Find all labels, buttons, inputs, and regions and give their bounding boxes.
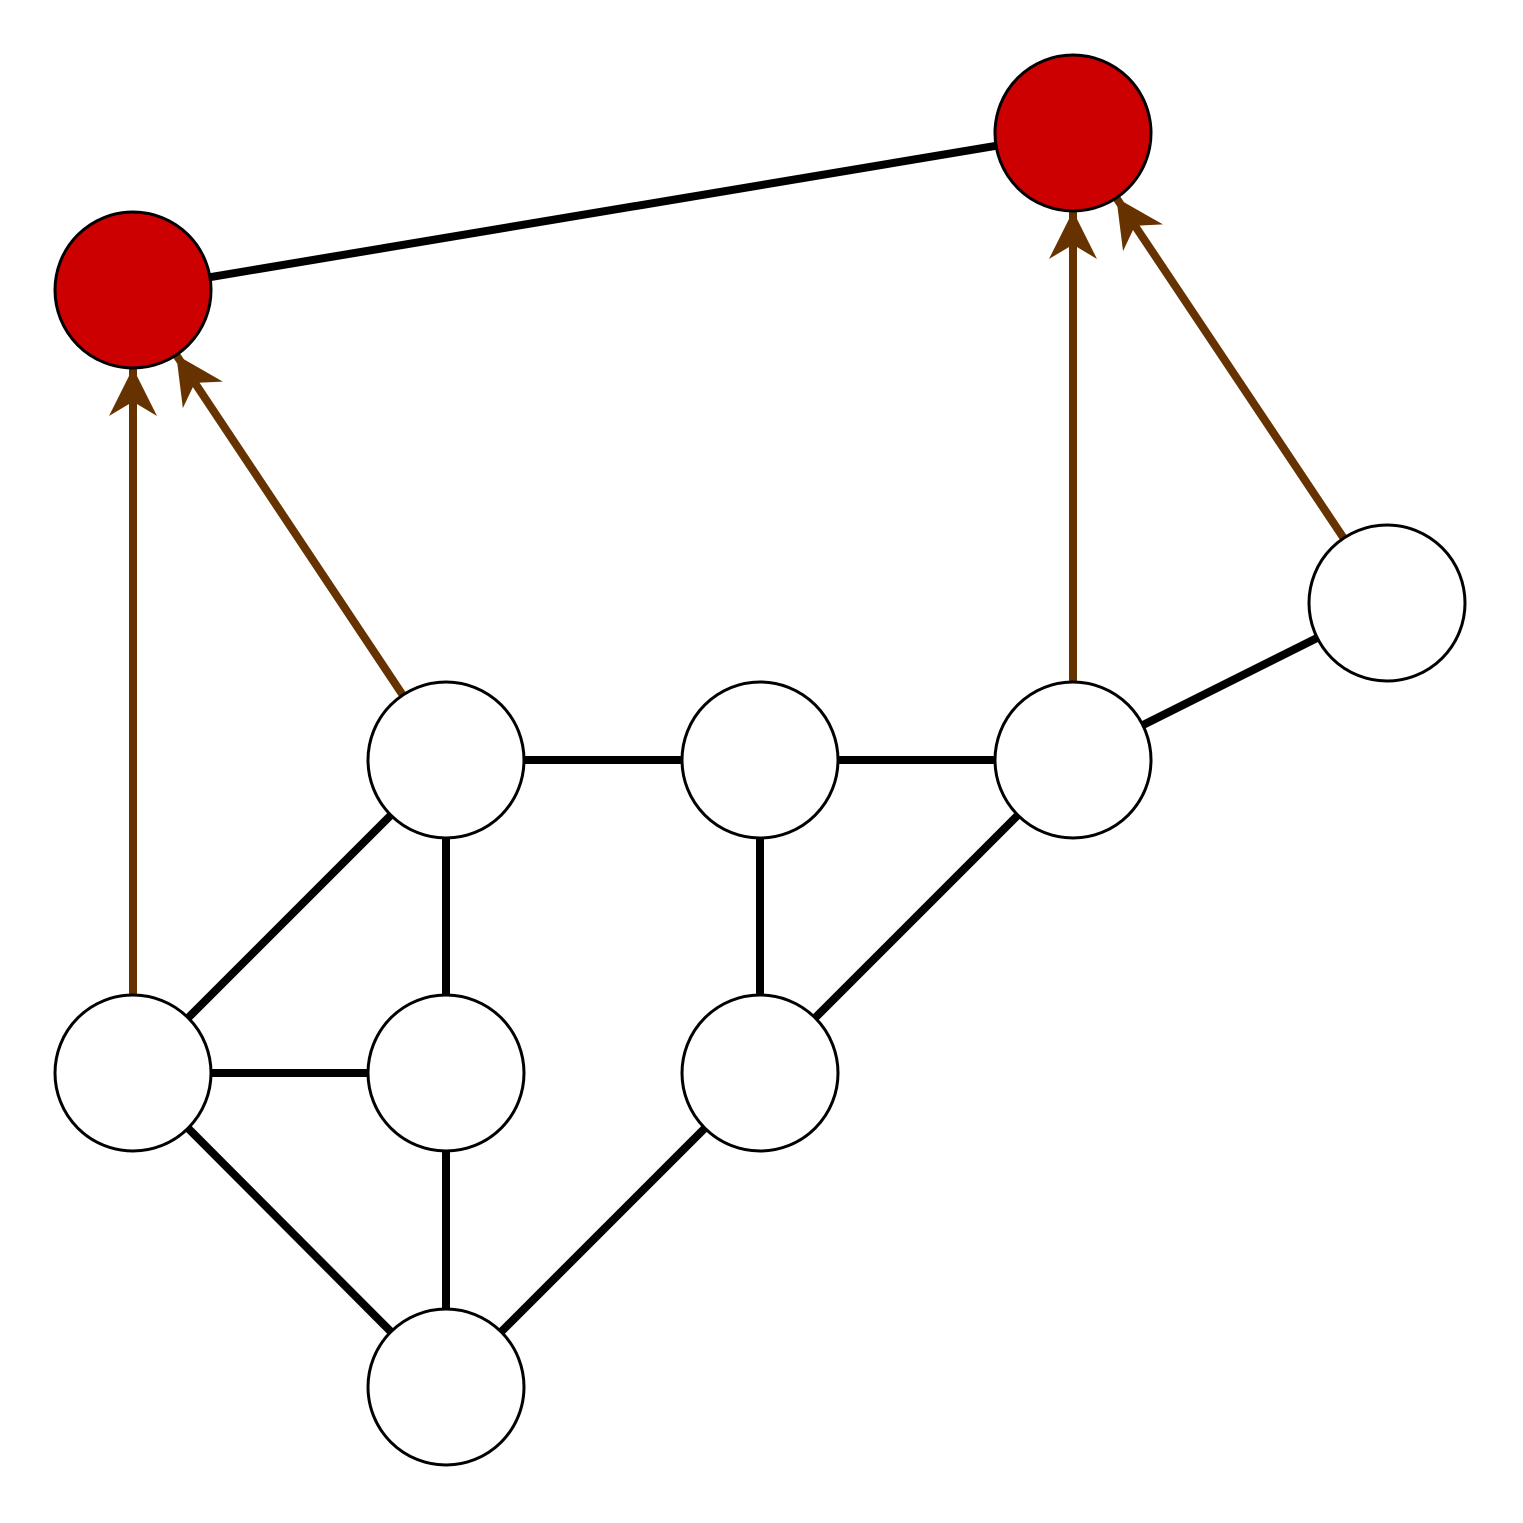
edge-n5-n8 — [185, 1125, 394, 1335]
node-n4 — [993, 680, 1153, 840]
edge-r1-r2 — [209, 141, 997, 282]
edge-n4-n7 — [812, 812, 1021, 1021]
nodes-layer — [53, 53, 1467, 1467]
edge-n4-n1 — [1140, 634, 1320, 729]
node-n3 — [680, 680, 840, 840]
edge-n7-n8 — [498, 1125, 708, 1335]
node-n7 — [680, 993, 840, 1153]
node-n2 — [366, 680, 526, 840]
arrow-edge-n1-r2 — [1113, 195, 1347, 541]
node-n6 — [366, 993, 526, 1153]
arrow-edge-n2-r1 — [172, 352, 407, 698]
highlighted-node-r2 — [993, 53, 1153, 213]
node-n8 — [366, 1307, 526, 1467]
highlighted-node-r1 — [53, 210, 213, 370]
edge-n2-n5 — [185, 812, 394, 1021]
node-n1 — [1307, 523, 1467, 683]
edges-layer — [109, 141, 1347, 1335]
node-n5 — [53, 993, 213, 1153]
